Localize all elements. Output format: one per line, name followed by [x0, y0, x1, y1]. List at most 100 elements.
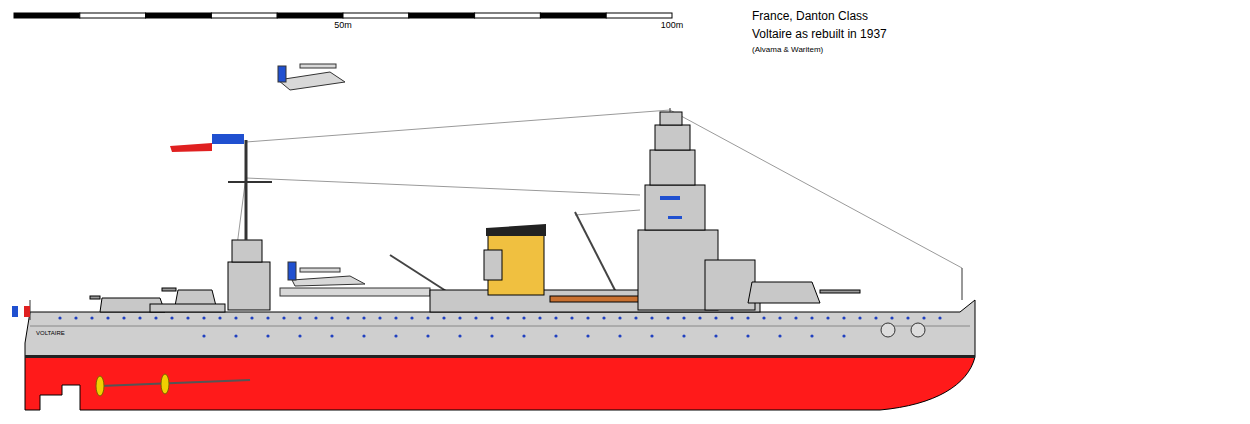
portholes-part [202, 334, 205, 337]
propellers [96, 374, 250, 396]
portholes-part [842, 334, 845, 337]
deck-aircraft-part [288, 262, 296, 280]
ship-name: VOLTAIRE [36, 330, 65, 337]
portholes-part [202, 316, 205, 319]
portholes-part [714, 334, 717, 337]
portholes-part [458, 334, 461, 337]
stern-flag-part [24, 306, 30, 317]
portholes-part [282, 316, 285, 319]
portholes-part [106, 316, 109, 319]
bridge-tower [638, 108, 755, 310]
portholes-part [170, 316, 173, 319]
cranes [390, 212, 620, 300]
stern-flag-part [12, 306, 18, 317]
portholes-part [570, 316, 573, 319]
portholes-part [922, 316, 925, 319]
boat [550, 296, 640, 302]
portholes-part [778, 316, 781, 319]
mast-pennant-part [212, 134, 244, 144]
portholes-part [298, 334, 301, 337]
rigging [230, 110, 962, 300]
portholes-part [458, 316, 461, 319]
portholes-part [714, 316, 717, 319]
aft-mast-part [228, 262, 270, 310]
aft-turrets-part [162, 288, 176, 291]
portholes-part [682, 334, 685, 337]
portholes [58, 316, 941, 337]
portholes-part [874, 316, 877, 319]
portholes-part [554, 316, 557, 319]
portholes-part [234, 316, 237, 319]
portholes-part [426, 334, 429, 337]
funnel-part [484, 250, 502, 280]
aft-turrets [90, 288, 225, 312]
portholes-part [810, 334, 813, 337]
aft-mast-part [245, 140, 248, 240]
portholes-part [138, 316, 141, 319]
aft-turrets-part [150, 304, 225, 312]
portholes-part [490, 334, 493, 337]
portholes-part [586, 334, 589, 337]
forward-turret-part [962, 268, 963, 300]
scale-bar-part [277, 13, 343, 18]
portholes-part [394, 316, 397, 319]
anchors-part [881, 323, 895, 337]
portholes-part [266, 334, 269, 337]
portholes-part [746, 316, 749, 319]
portholes-part [618, 334, 621, 337]
portholes-part [218, 316, 221, 319]
bridge-tower-part [668, 216, 682, 219]
portholes-part [394, 334, 397, 337]
portholes-part [554, 334, 557, 337]
forward-turret-part [820, 290, 860, 293]
bridge-tower-part [650, 150, 695, 185]
portholes-part [698, 316, 701, 319]
portholes-part [346, 316, 349, 319]
portholes-part [810, 316, 813, 319]
portholes-part [122, 316, 125, 319]
anchors-part [911, 323, 925, 337]
portholes-part [330, 334, 333, 337]
stern-flag [12, 300, 30, 320]
scale-bar-part [80, 13, 146, 18]
portholes-part [250, 316, 253, 319]
portholes-part [90, 316, 93, 319]
credit-text: (Alvama & Waritem) [752, 45, 823, 54]
scale-label: 50m [334, 20, 352, 30]
portholes-part [522, 316, 525, 319]
portholes-part [154, 316, 157, 319]
cranes-part [575, 212, 620, 300]
flying-aircraft-part [278, 66, 286, 82]
bridge-tower-part [655, 125, 690, 150]
portholes-part [794, 316, 797, 319]
scale-bar-part [146, 13, 212, 18]
aft-mast-part [232, 240, 262, 262]
portholes-part [58, 316, 61, 319]
portholes-part [538, 316, 541, 319]
deck-aircraft-part [280, 288, 430, 296]
portholes-part [186, 316, 189, 319]
portholes-part [522, 334, 525, 337]
stern-flag-part [18, 306, 24, 317]
portholes-part [842, 316, 845, 319]
rigging-part [246, 178, 640, 195]
portholes-part [650, 316, 653, 319]
mast-pennant [170, 134, 244, 152]
scale-bar-part [409, 13, 475, 18]
portholes-part [634, 316, 637, 319]
portholes-part [234, 334, 237, 337]
funnel [484, 224, 546, 295]
portholes-part [74, 316, 77, 319]
portholes-part [362, 316, 365, 319]
deck-line [30, 326, 970, 327]
lower-hull [25, 357, 975, 410]
portholes-part [298, 316, 301, 319]
aft-mast-part [228, 181, 272, 183]
portholes-part [362, 334, 365, 337]
portholes-part [730, 316, 733, 319]
flying-aircraft-part [300, 64, 336, 68]
bridge-tower-part [660, 112, 682, 125]
bridge-tower-part [660, 196, 680, 200]
bridge-tower-part [705, 260, 755, 310]
